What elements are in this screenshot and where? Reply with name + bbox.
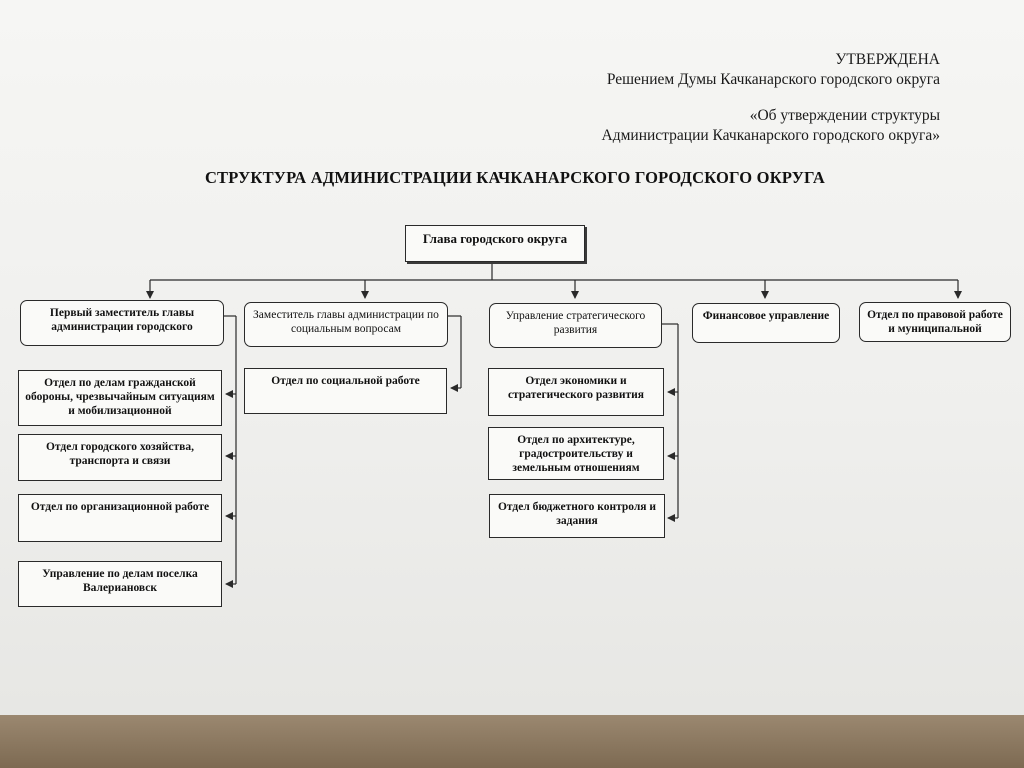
finance-box: Финансовое управление [692, 303, 840, 343]
approval-line: «Об утверждении структуры [749, 107, 940, 124]
strategy-box: Управление стратегического развития [489, 303, 662, 348]
table-surface [0, 715, 1024, 768]
social-work-box: Отдел по социальной работе [244, 368, 447, 414]
approval-line: Администрации Качканарского городского о… [601, 127, 940, 144]
document-title: СТРУКТУРА АДМИНИСТРАЦИИ КАЧКАНАРСКОГО ГО… [204, 168, 826, 187]
head-box: Глава городского округа [405, 225, 585, 262]
architecture-box: Отдел по архитектуре, градостроительству… [488, 427, 664, 480]
legal-box: Отдел по правовой работе и муниципальной [859, 302, 1011, 342]
valerianovsk-box: Управление по делам поселка Валериановск [18, 561, 222, 607]
organizational-box: Отдел по организационной работе [18, 494, 222, 542]
budget-control-box: Отдел бюджетного контроля и задания [489, 494, 665, 538]
economy-box: Отдел экономики и стратегического развит… [488, 368, 664, 416]
civil-defense-box: Отдел по делам гражданской обороны, чрез… [18, 370, 222, 426]
city-economy-box: Отдел городского хозяйства, транспорта и… [18, 434, 222, 481]
approval-stamp: УТВЕРЖДЕНА Решением Думы Качканарского г… [520, 50, 940, 146]
first-deputy-box: Первый заместитель главы администрации г… [20, 300, 224, 346]
social-deputy-box: Заместитель главы администрации по социа… [244, 302, 448, 347]
approval-line: Решением Думы Качканарского городского о… [606, 71, 940, 88]
approval-line: УТВЕРЖДЕНА [835, 51, 940, 68]
